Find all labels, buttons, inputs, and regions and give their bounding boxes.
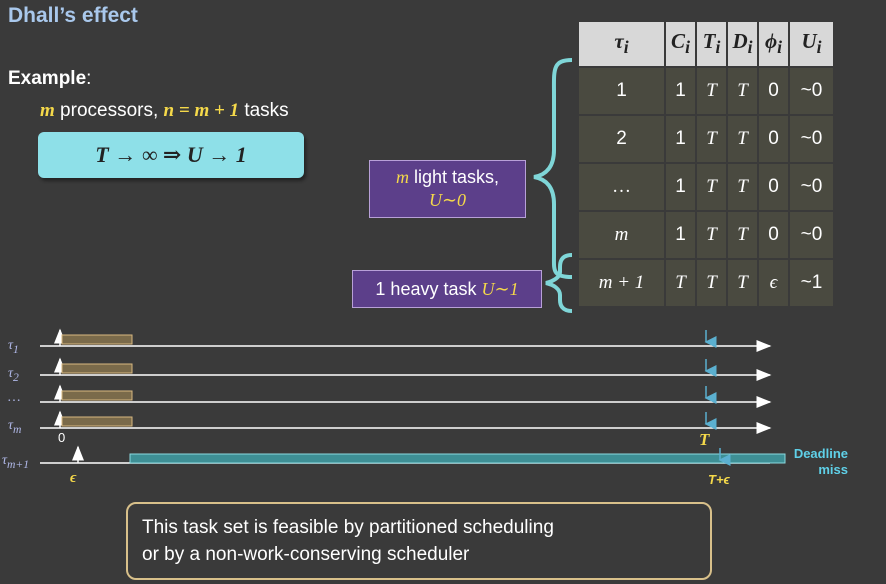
table-row: m 1 T T 0 ~0 xyxy=(577,210,835,260)
header-phi: ϕi xyxy=(757,20,790,68)
task-m-timeline xyxy=(40,410,772,434)
heavy-task-brace xyxy=(545,253,573,313)
task-1-timeline xyxy=(40,328,772,352)
cell-phi: 0 xyxy=(757,162,790,212)
task-label-2: τ2 xyxy=(8,366,19,384)
job-bar xyxy=(61,390,133,401)
task-dots-timeline xyxy=(40,384,772,408)
cell-t: T xyxy=(695,258,728,308)
header-T: Ti xyxy=(695,20,728,68)
cell-c: 1 xyxy=(664,114,697,164)
cell-u: ~0 xyxy=(788,114,835,164)
cell-phi: 0 xyxy=(757,66,790,116)
conclusion-line-1: This task set is feasible by partitioned… xyxy=(142,517,554,538)
cell-u: ~0 xyxy=(788,66,835,116)
cell-u: ~0 xyxy=(788,162,835,212)
cell-phi: 0 xyxy=(757,114,790,164)
task-label-m1: τm+1 xyxy=(2,453,30,471)
cell-task-id: m + 1 xyxy=(577,258,666,308)
braces xyxy=(533,58,573,313)
example-description: m processors, n = m + 1 tasks xyxy=(40,100,289,121)
deadline-epsilon-label: T+ϵ xyxy=(708,472,730,487)
table-row: m + 1 T T T ϵ ~1 xyxy=(577,258,835,308)
limit-formula-box: T → ∞ ⇒ U → 1 xyxy=(38,132,304,178)
slide-title: Dhall’s effect xyxy=(8,4,138,27)
cell-task-id: 2 xyxy=(577,114,666,164)
task-2-timeline xyxy=(40,357,772,381)
cell-c: T xyxy=(664,258,697,308)
header-tau: τi xyxy=(577,20,666,68)
task-m1-timeline xyxy=(40,445,786,466)
task-table: τi Ci Ti Di ϕi Ui 1 1 T T 0 ~0 2 1 T T 0… xyxy=(577,20,835,308)
light-tasks-brace xyxy=(533,58,573,279)
deadline-miss-label: Deadline miss xyxy=(793,446,848,477)
cell-d: T xyxy=(726,258,759,308)
cell-d: T xyxy=(726,114,759,164)
header-U: Ui xyxy=(788,20,835,68)
cell-t: T xyxy=(695,162,728,212)
cell-c: 1 xyxy=(664,66,697,116)
table-row: … 1 T T 0 ~0 xyxy=(577,162,835,212)
gantt-chart xyxy=(40,328,786,466)
cell-task-id: m xyxy=(577,210,666,260)
header-C: Ci xyxy=(664,20,697,68)
cell-d: T xyxy=(726,162,759,212)
cell-phi: ϵ xyxy=(757,258,790,308)
header-D: Di xyxy=(726,20,759,68)
epsilon-label: ϵ xyxy=(70,470,77,486)
task-label-dots: … xyxy=(8,390,21,405)
heavy-job-bar xyxy=(129,453,786,464)
conclusion-line-2: or by a non-work-conserving scheduler xyxy=(142,544,470,565)
heavy-task-callout: 1 heavy task U∼1 xyxy=(352,270,542,308)
cell-d: T xyxy=(726,210,759,260)
task-label-1: τ1 xyxy=(8,338,19,356)
job-bar xyxy=(61,334,133,345)
cell-u: ~0 xyxy=(788,210,835,260)
cell-t: T xyxy=(695,210,728,260)
table-header-row: τi Ci Ti Di ϕi Ui xyxy=(577,20,835,68)
cell-t: T xyxy=(695,66,728,116)
table-row: 2 1 T T 0 ~0 xyxy=(577,114,835,164)
job-bar xyxy=(61,416,133,427)
cell-d: T xyxy=(726,66,759,116)
deadline-label: T xyxy=(699,430,710,449)
task-label-m: τm xyxy=(8,418,22,436)
cell-u: ~1 xyxy=(788,258,835,308)
conclusion-box: This task set is feasible by partitioned… xyxy=(126,502,712,580)
origin-label: 0 xyxy=(58,430,66,445)
example-heading: Example: xyxy=(8,68,92,89)
cell-c: 1 xyxy=(664,210,697,260)
cell-t: T xyxy=(695,114,728,164)
job-bar xyxy=(61,363,133,374)
cell-task-id: 1 xyxy=(577,66,666,116)
cell-task-id: … xyxy=(577,162,666,212)
cell-phi: 0 xyxy=(757,210,790,260)
light-tasks-callout: m light tasks, U∼0 xyxy=(369,160,526,218)
table-row: 1 1 T T 0 ~0 xyxy=(577,66,835,116)
cell-c: 1 xyxy=(664,162,697,212)
